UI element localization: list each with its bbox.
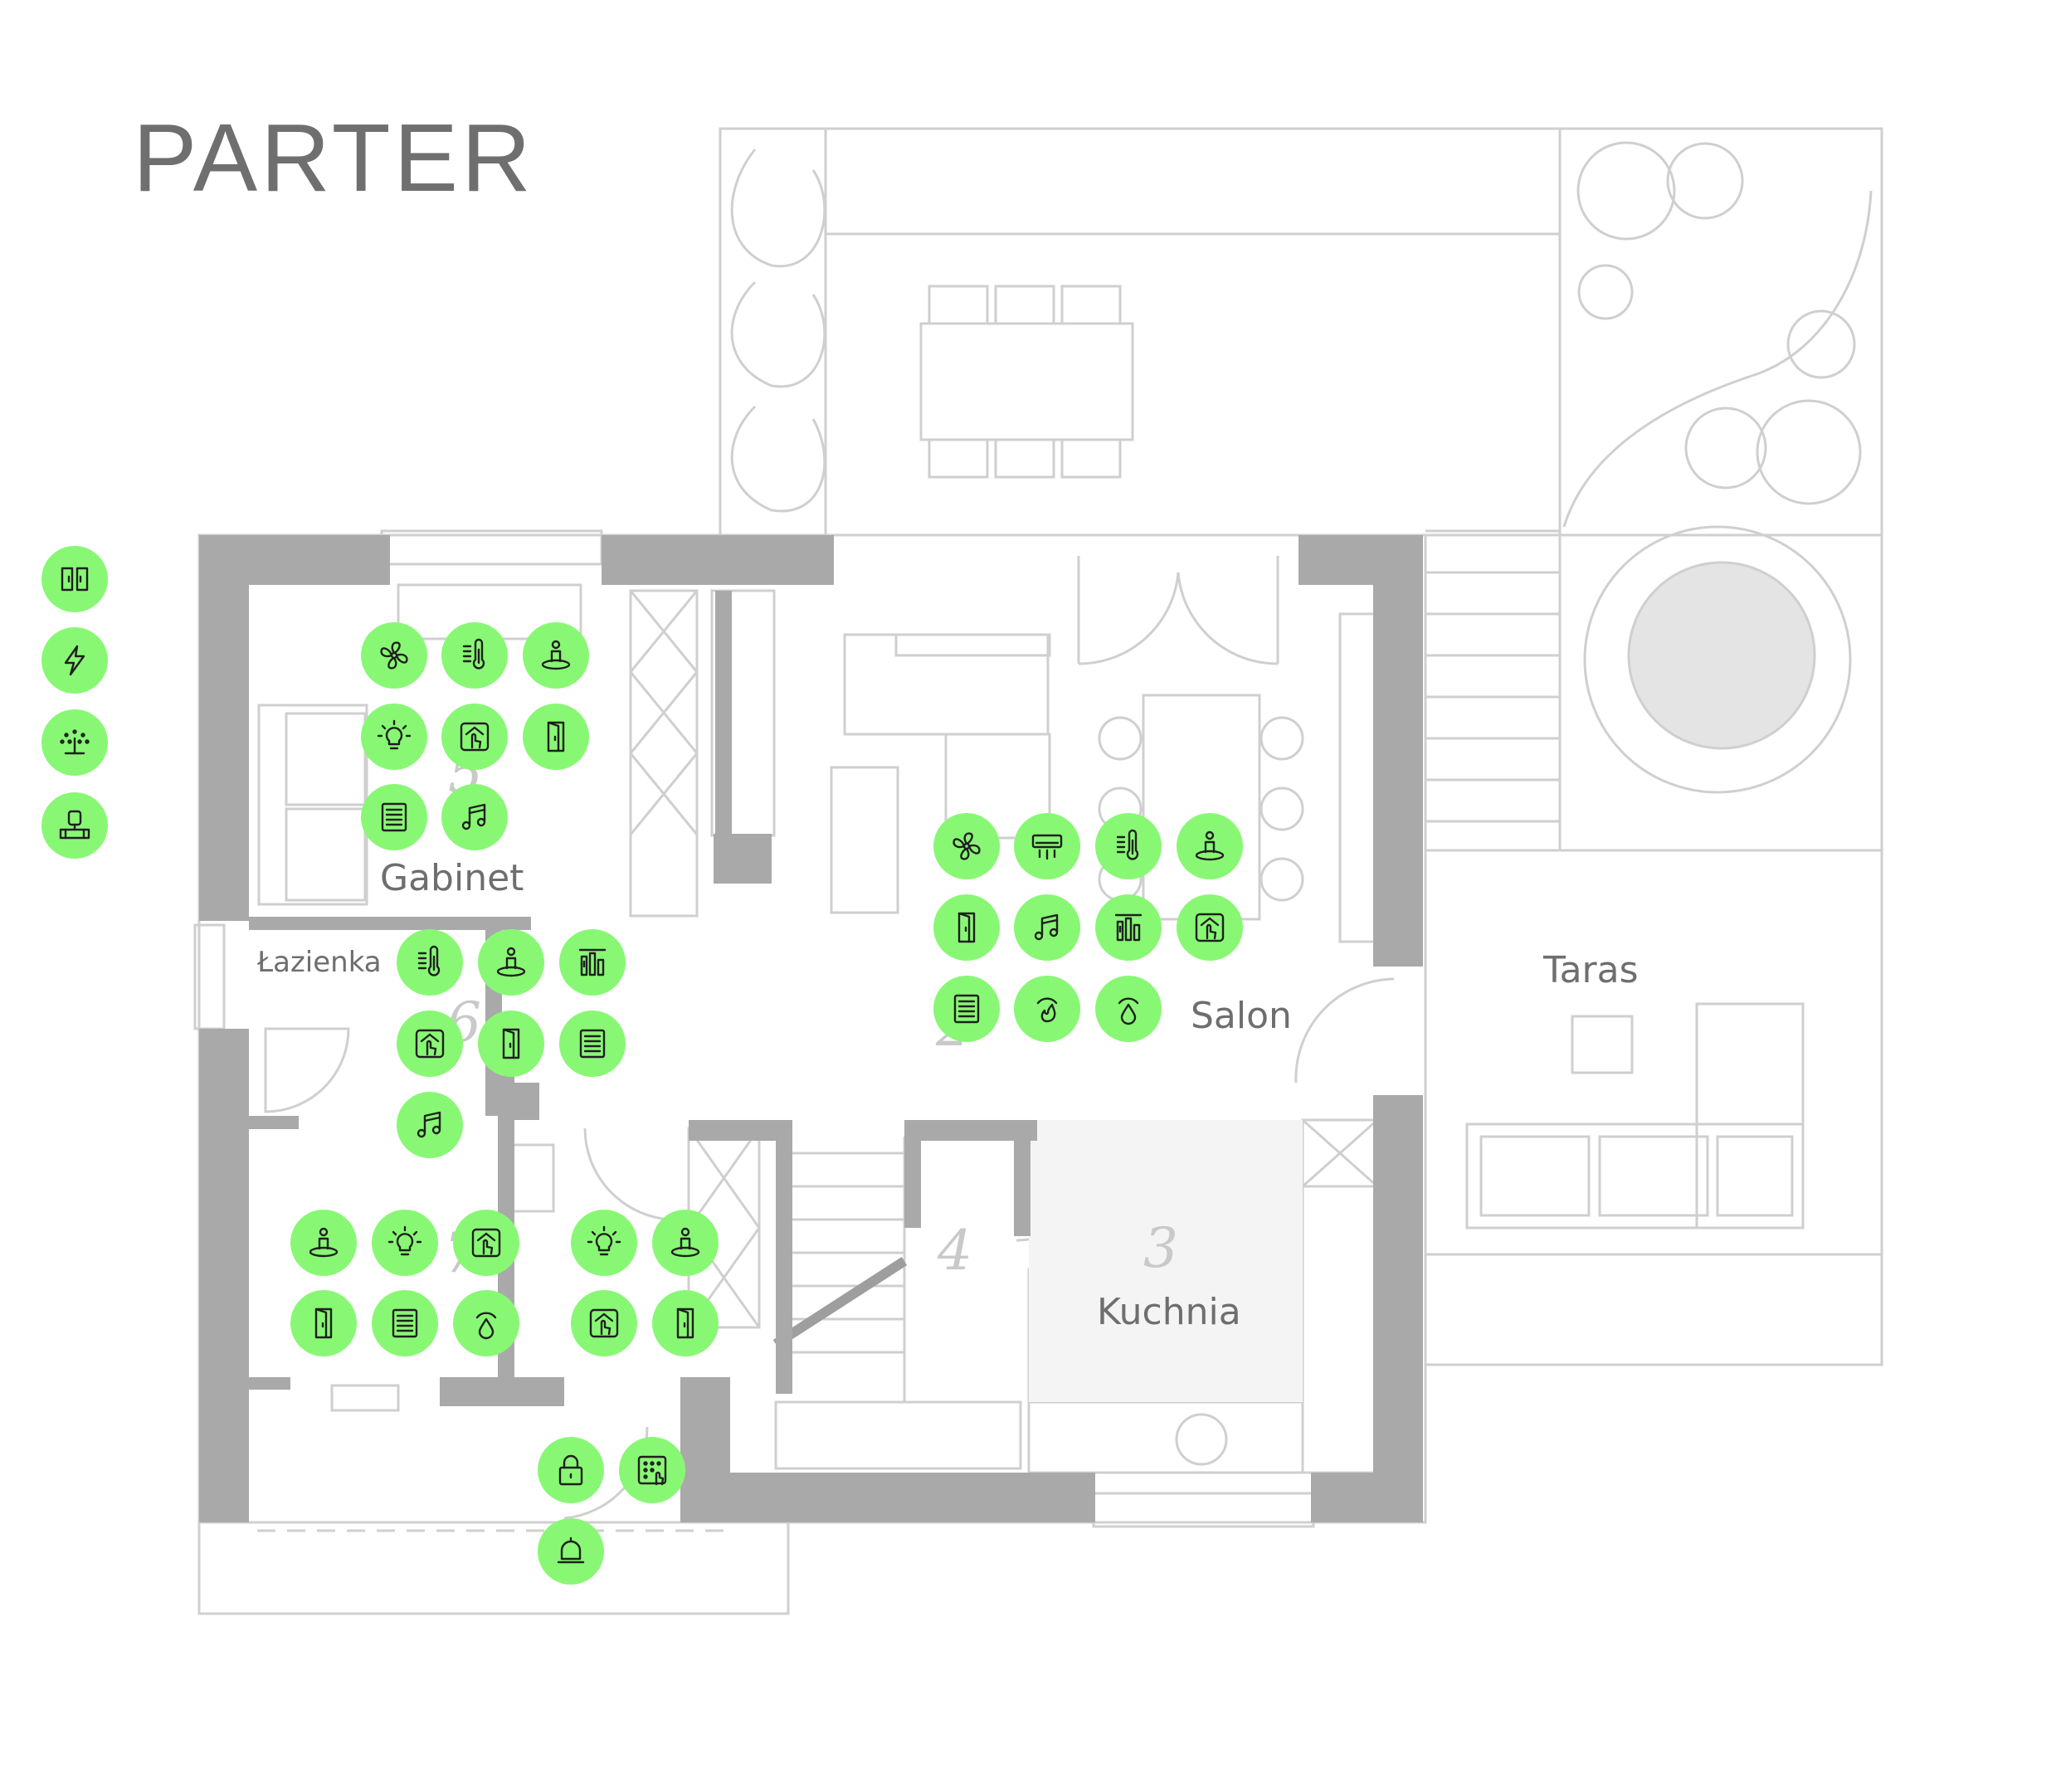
salon-flood-sensor-icon[interactable]: [1095, 976, 1162, 1042]
salon-blinds-icon[interactable]: [933, 976, 1000, 1042]
lazienka-temperature-icon[interactable]: [397, 929, 463, 996]
salon-smoke-sensor-icon[interactable]: [1014, 976, 1080, 1042]
salon-fan-icon[interactable]: [933, 813, 1000, 879]
korytarz-door-sensor-icon[interactable]: [652, 1290, 719, 1356]
room-label-lazienka: Łazienka: [257, 946, 382, 979]
room-label-kuchnia: Kuchnia: [1097, 1291, 1241, 1333]
walls: [199, 535, 1423, 1522]
salon-air-conditioner-icon[interactable]: [1014, 813, 1080, 879]
korytarz-touch-panel-icon[interactable]: [571, 1290, 637, 1356]
lazienka-blinds-icon[interactable]: [559, 1010, 626, 1077]
gabinet-music-icon[interactable]: [441, 784, 508, 850]
room-label-salon: Salon: [1191, 995, 1292, 1037]
lazienka-sliders-icon[interactable]: [559, 929, 626, 996]
room-number-schody: 4: [938, 1219, 972, 1283]
garderoba-blinds-icon[interactable]: [372, 1290, 438, 1356]
wejscie-doorbell-icon[interactable]: [538, 1518, 604, 1585]
garderoba-touch-panel-icon[interactable]: [453, 1210, 519, 1276]
room-label-gabinet: Gabinet: [380, 857, 524, 899]
garderoba-light-icon[interactable]: [372, 1210, 438, 1276]
legend-water-valve-icon[interactable]: [41, 792, 108, 859]
legend-power-icon[interactable]: [41, 627, 108, 694]
room-number-kuchnia: 3: [1143, 1216, 1178, 1280]
legend-garden-irrigation-icon[interactable]: [41, 709, 108, 776]
page-title: PARTER: [133, 104, 534, 212]
room-label-taras: Taras: [1543, 949, 1639, 991]
garderoba-presence-sensor-icon[interactable]: [290, 1210, 357, 1276]
salon-door-sensor-icon[interactable]: [933, 894, 1000, 961]
salon-sliders-icon[interactable]: [1095, 894, 1162, 961]
kitchen-floor: [1029, 1120, 1303, 1402]
legend-window-blinds-icon[interactable]: [41, 546, 108, 612]
salon-touch-panel-icon[interactable]: [1177, 894, 1243, 961]
salon-presence-sensor-icon[interactable]: [1177, 813, 1243, 879]
garderoba-flood-sensor-icon[interactable]: [453, 1290, 519, 1356]
lazienka-presence-sensor-icon[interactable]: [478, 929, 544, 996]
lazienka-touch-panel-icon[interactable]: [397, 1010, 463, 1077]
salon-temperature-icon[interactable]: [1095, 813, 1162, 879]
garderoba-door-sensor-icon[interactable]: [290, 1290, 357, 1356]
korytarz-presence-sensor-icon[interactable]: [652, 1210, 719, 1276]
gabinet-blinds-icon[interactable]: [361, 784, 427, 850]
lazienka-door-sensor-icon[interactable]: [478, 1010, 544, 1077]
gabinet-presence-sensor-icon[interactable]: [523, 622, 589, 689]
salon-music-icon[interactable]: [1014, 894, 1080, 961]
gabinet-touch-panel-icon[interactable]: [441, 704, 508, 770]
lazienka-music-icon[interactable]: [397, 1092, 463, 1158]
gabinet-light-icon[interactable]: [361, 704, 427, 770]
gabinet-fan-icon[interactable]: [361, 622, 427, 689]
korytarz-light-icon[interactable]: [571, 1210, 637, 1276]
wejscie-lock-icon[interactable]: [538, 1437, 604, 1503]
gabinet-door-sensor-icon[interactable]: [523, 704, 589, 770]
wejscie-keypad-icon[interactable]: [619, 1437, 685, 1503]
gabinet-temperature-icon[interactable]: [441, 622, 508, 689]
